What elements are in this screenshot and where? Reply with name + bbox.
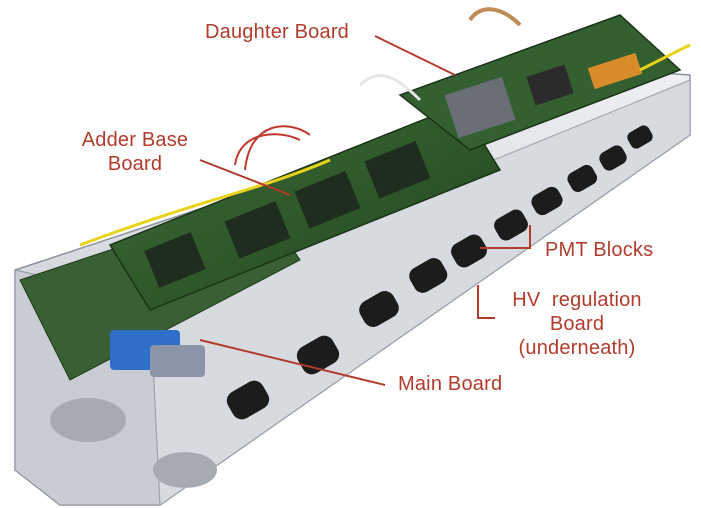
hv-label-line1: HV regulation bbox=[512, 289, 642, 311]
adder-base-board bbox=[108, 104, 502, 311]
adder-base-board-label: Adder Base Board bbox=[60, 128, 210, 176]
hv-label-line3: (underneath) bbox=[518, 337, 636, 359]
daughter-board-leader bbox=[374, 35, 456, 76]
daughter-board bbox=[398, 14, 682, 151]
adder-base-board-label-line2: Board bbox=[107, 153, 163, 175]
cables bbox=[79, 7, 691, 247]
annotation-leaders bbox=[199, 35, 531, 386]
adder-base-board-leader bbox=[199, 159, 291, 196]
pmt-blocks bbox=[226, 125, 653, 420]
pmt-blocks-leader bbox=[480, 225, 531, 249]
hv-regulation-board-label: HV regulation Board (underneath) bbox=[483, 288, 671, 360]
main-board-leader bbox=[199, 339, 386, 386]
aluminum-frame bbox=[14, 69, 691, 506]
daughter-board-label: Daughter Board bbox=[205, 21, 350, 43]
pmt-blocks-label: PMT Blocks bbox=[545, 239, 654, 261]
adder-base-board-label-line1: Adder Base bbox=[81, 129, 189, 151]
hv-label-line2: Board bbox=[549, 313, 605, 335]
main-board-label: Main Board bbox=[398, 373, 503, 395]
hv-board-leader bbox=[477, 285, 495, 319]
